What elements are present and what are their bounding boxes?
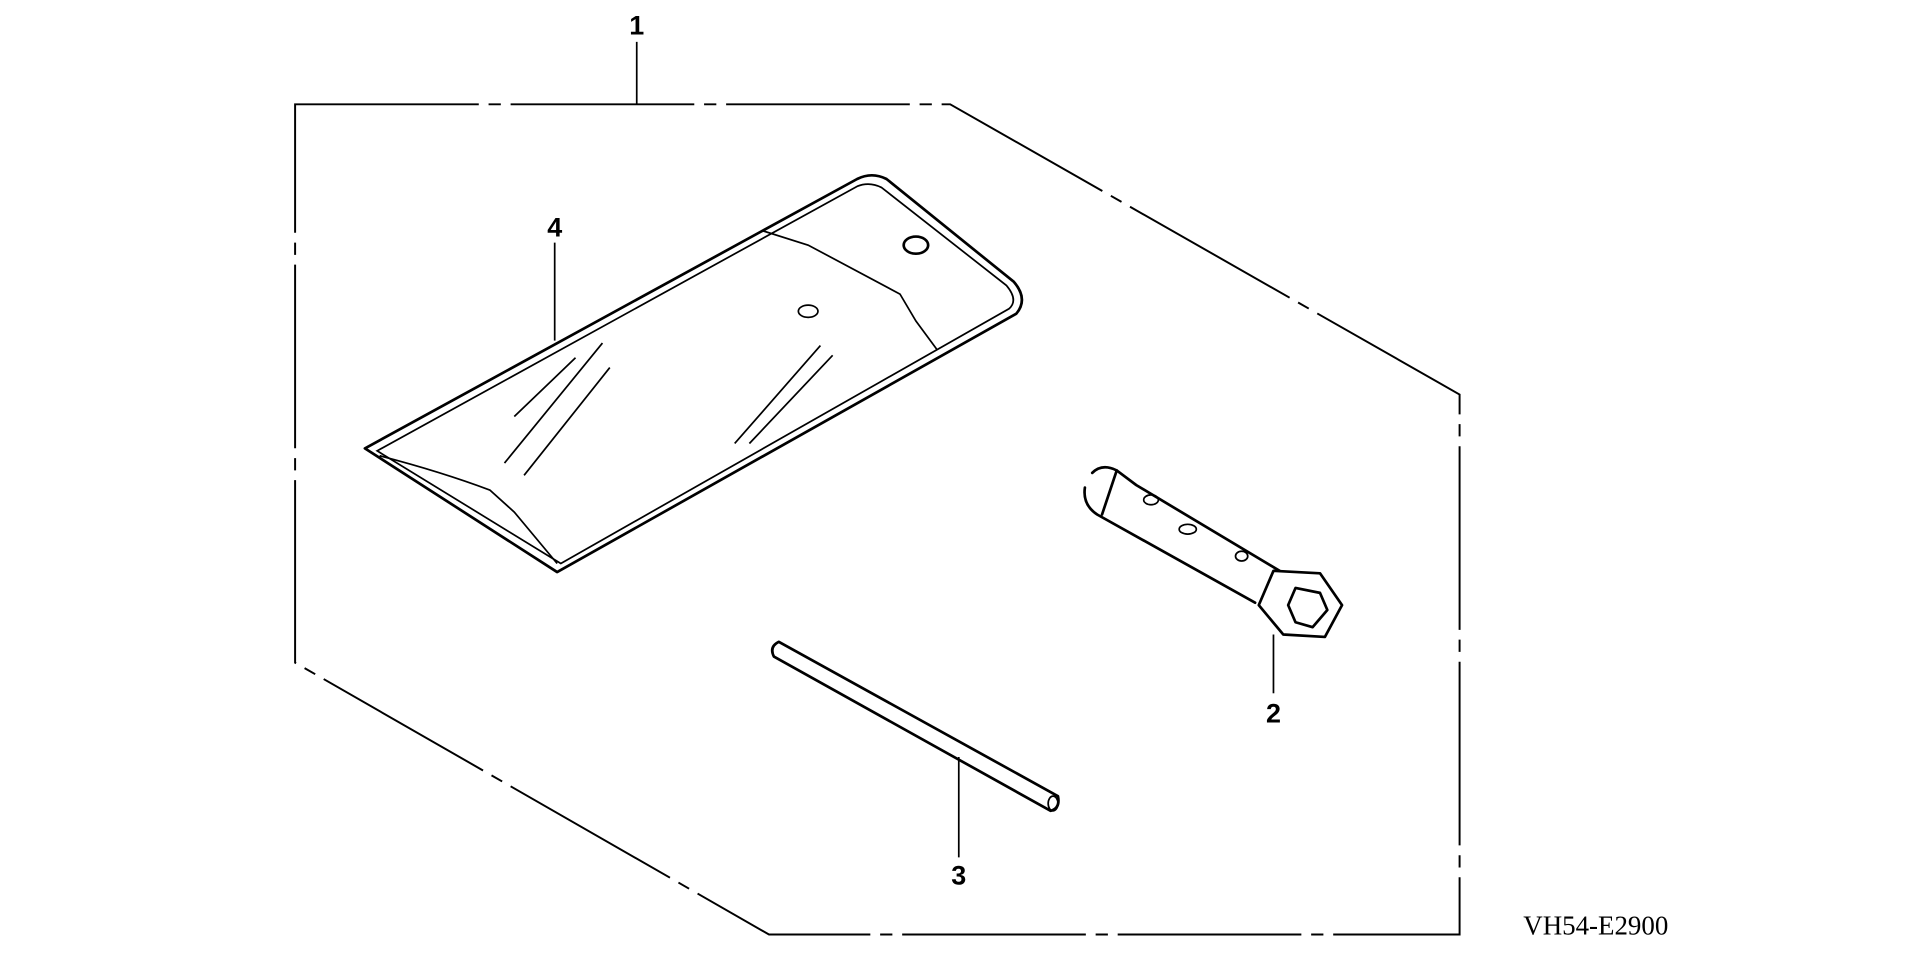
callout-4: 4 xyxy=(547,213,562,243)
snap-stud xyxy=(797,304,819,319)
tool-bag xyxy=(363,173,1024,574)
callout-2: 2 xyxy=(1266,699,1281,729)
snap-button xyxy=(902,235,930,256)
callout-3: 3 xyxy=(951,860,966,890)
callout-1: 1 xyxy=(629,11,644,41)
handle-bar xyxy=(770,640,1060,813)
plug-wrench xyxy=(1083,465,1344,639)
diagram-code: VH54-E2900 xyxy=(1523,911,1668,941)
kit-outline xyxy=(294,103,1461,936)
